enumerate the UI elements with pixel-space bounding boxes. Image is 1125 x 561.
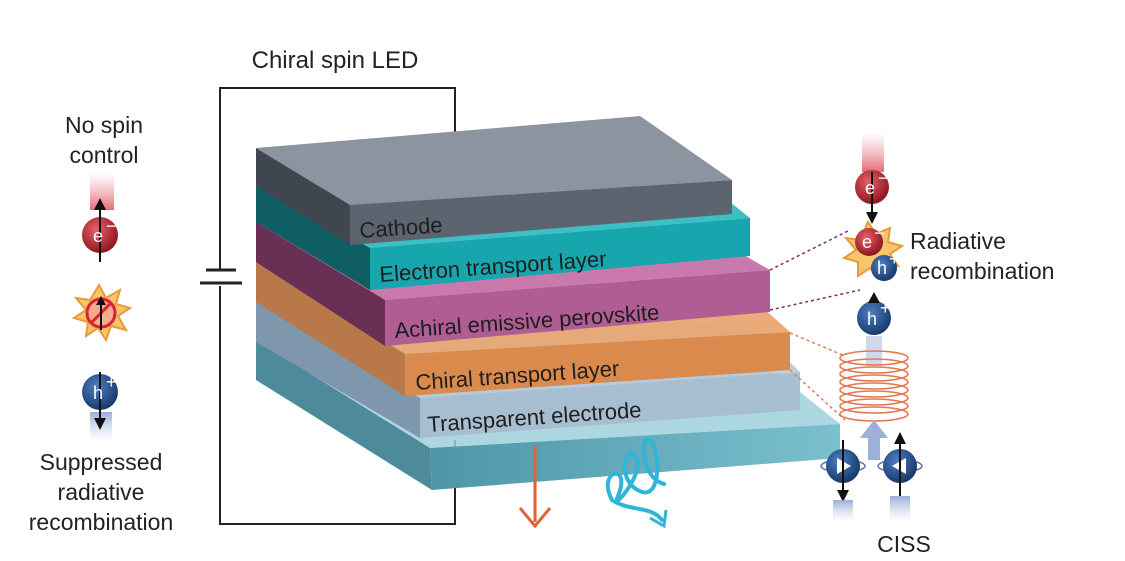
ciss-label: CISS — [877, 531, 931, 557]
radiative-label-line1: Radiative — [910, 228, 1006, 254]
suppressed-label-line2: radiative — [58, 479, 145, 505]
chiral-helix-coil-icon — [839, 350, 909, 422]
svg-text:h: h — [877, 258, 887, 278]
up-transport-arrow — [860, 420, 888, 460]
cathode-label: Cathode — [359, 212, 444, 243]
right-electron-symbol: e — [865, 178, 875, 198]
suppressed-label-line1: Suppressed — [40, 449, 163, 475]
suppressed-label-line3: recombination — [29, 509, 173, 535]
svg-text:e: e — [862, 232, 872, 252]
svg-text:+: + — [889, 249, 900, 269]
radiative-recombination-icon: e − h + — [841, 219, 905, 281]
left-hole-symbol: h — [93, 383, 103, 403]
left-electron: e − — [82, 172, 118, 262]
right-electron-incoming: e − — [855, 132, 889, 224]
left-electron-symbol: e — [93, 226, 103, 246]
radiative-label-line2: recombination — [910, 258, 1054, 284]
no-spin-label-line2: control — [69, 142, 138, 168]
cathode-layer: Cathode — [256, 116, 732, 245]
spin-down-carrier — [820, 440, 866, 522]
right-hole-symbol: h — [867, 309, 877, 329]
no-spin-label-line1: No spin — [65, 112, 143, 138]
leader-lines — [769, 229, 861, 421]
left-hole-sup: + — [106, 372, 117, 392]
left-hole: h + — [82, 372, 118, 442]
battery-icon — [200, 268, 242, 285]
emitted-light-arrow — [518, 445, 552, 529]
circularly-polarized-light-icon — [605, 437, 668, 529]
right-electron-sup: − — [878, 168, 889, 188]
svg-text:−: − — [874, 223, 885, 243]
left-electron-sup: − — [106, 216, 117, 236]
right-hole-sup: + — [880, 298, 891, 318]
diagram-title: Chiral spin LED — [252, 47, 419, 74]
suppressed-recombination-icon — [71, 282, 133, 343]
spin-up-carrier — [877, 432, 923, 522]
right-hole-transported: h + — [857, 292, 891, 366]
